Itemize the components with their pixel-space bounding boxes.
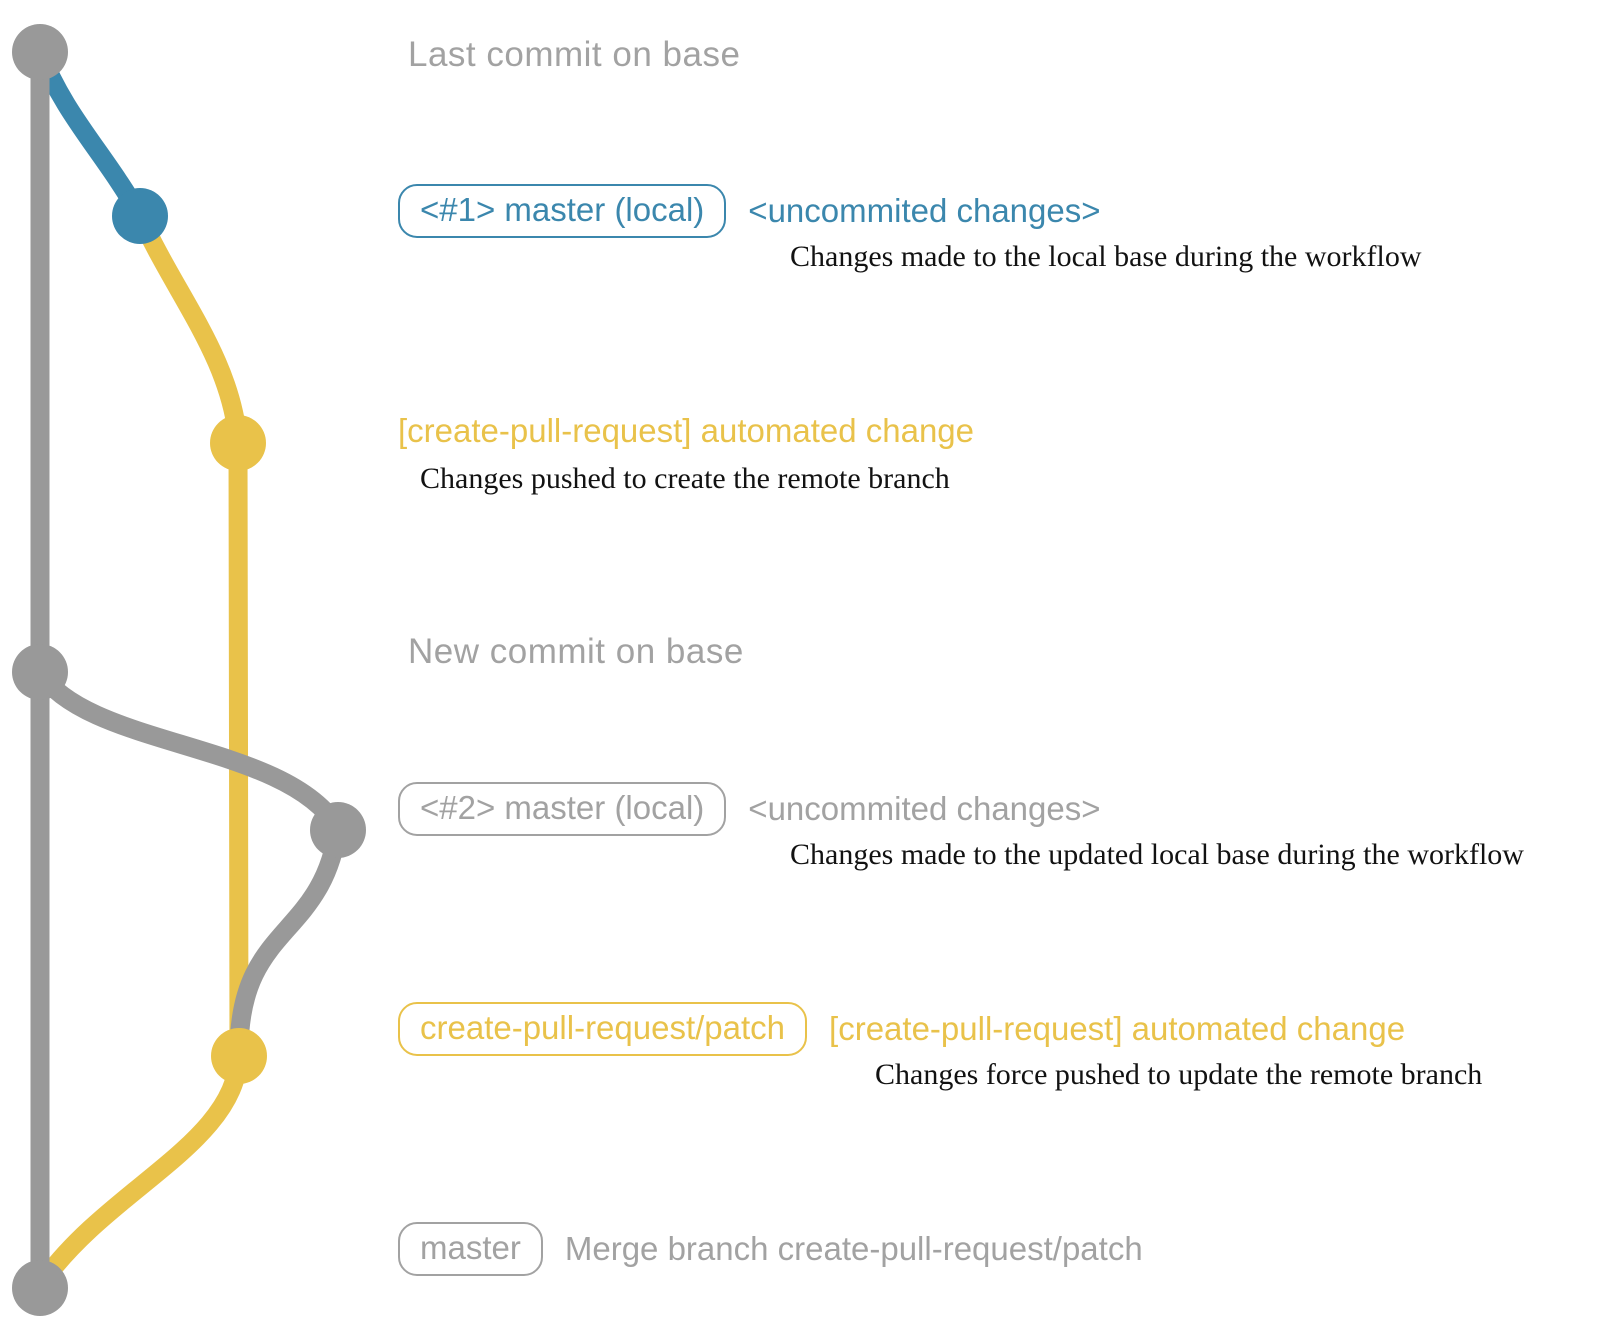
commit-dot-automated-change-1 (210, 415, 266, 471)
branch-line-local-master-1 (30, 42, 150, 226)
branch-line-local-master-2-out (30, 662, 348, 838)
note-local-base-changes: Changes made to the local base during th… (790, 240, 1422, 273)
note-updated-local-base-changes: Changes made to the updated local base d… (790, 838, 1524, 871)
caption-new-commit-on-base: New commit on base (408, 632, 744, 671)
annotation-row-patch-branch: create-pull-request/patch [create-pull-r… (398, 1002, 1406, 1057)
commit-message-uncommited-changes-1: <uncommited changes> (748, 192, 1101, 230)
note-force-pushed-remote-branch: Changes force pushed to update the remot… (875, 1058, 1483, 1091)
commit-dot-new-commit-on-base (12, 644, 68, 700)
branch-tag-create-pull-request-patch: create-pull-request/patch (398, 1002, 808, 1057)
commit-dot-last-commit-on-base (12, 24, 68, 80)
commit-message-uncommited-changes-2: <uncommited changes> (748, 790, 1101, 828)
commit-dot-automated-change-2 (211, 1028, 267, 1084)
git-graph (12, 24, 366, 1316)
commit-dot-merge (12, 1260, 68, 1316)
branch-tag-master-local-2: <#2> master (local) (398, 782, 727, 837)
commit-message-automated-change-1: [create-pull-request] automated change (398, 412, 975, 449)
annotation-row-merge: master Merge branch create-pull-request/… (398, 1222, 1143, 1277)
branch-tag-master-local-1: <#1> master (local) (398, 184, 727, 239)
commit-dot-uncommited-changes-1 (112, 188, 168, 244)
branch-line-local-master-2-in (229, 818, 348, 1062)
note-pushed-to-create-remote-branch: Changes pushed to create the remote bran… (420, 462, 950, 495)
commit-dot-uncommited-changes-2 (310, 802, 366, 858)
branch-tag-master: master (398, 1222, 543, 1277)
annotation-row-local-master-1: <#1> master (local) <uncommited changes> (398, 184, 1101, 239)
commit-message-merge-branch: Merge branch create-pull-request/patch (564, 1230, 1143, 1268)
commit-message-automated-change-2: [create-pull-request] automated change (829, 1010, 1406, 1048)
annotation-row-local-master-2: <#2> master (local) <uncommited changes> (398, 782, 1101, 837)
caption-last-commit-on-base: Last commit on base (408, 35, 741, 74)
